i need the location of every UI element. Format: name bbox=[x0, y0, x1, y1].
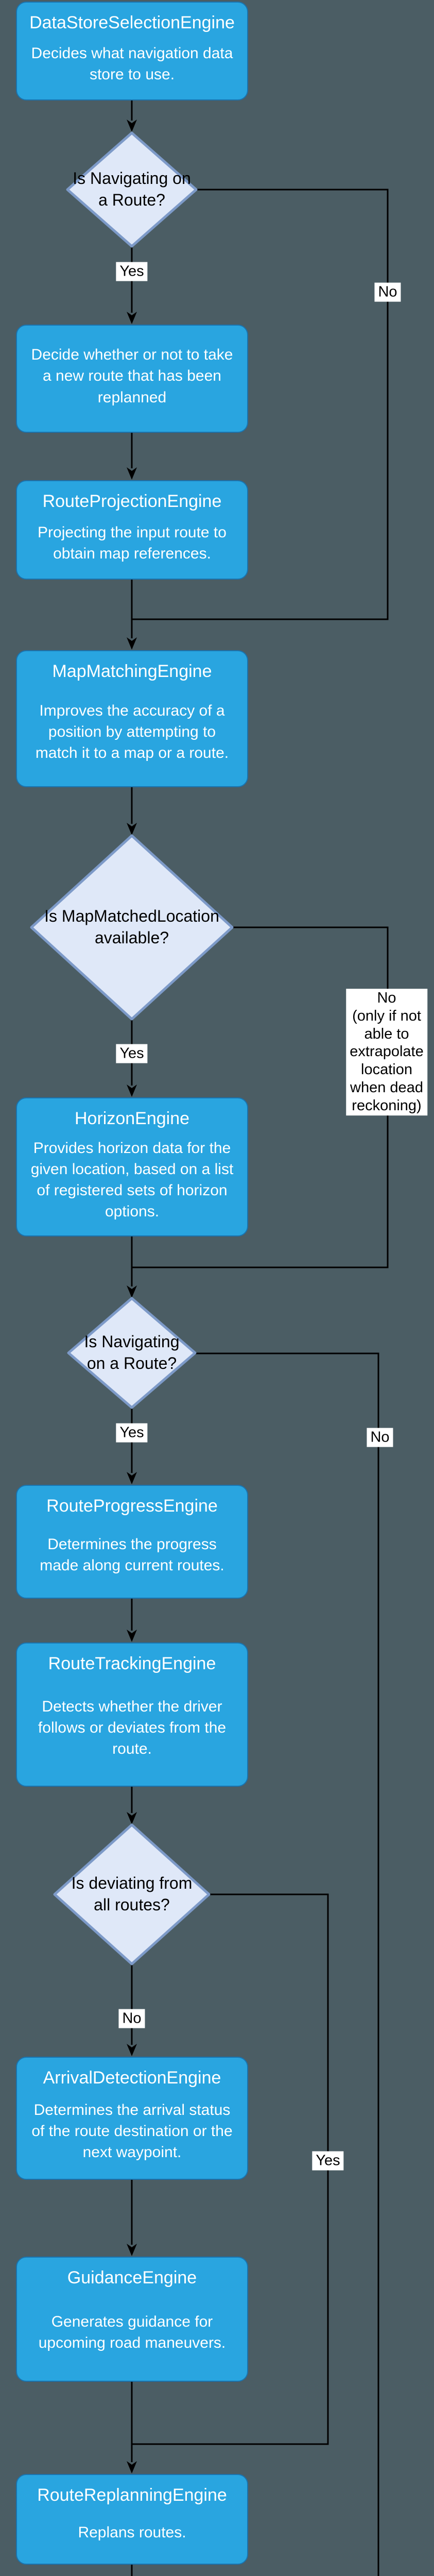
arrowhead bbox=[127, 637, 137, 650]
decision3-diamond-shape bbox=[67, 1297, 197, 1409]
decision-is-navigating-on-a-route-1[interactable]: Is Navigating on a Route? bbox=[73, 169, 191, 209]
node-data-store-selection-engine[interactable]: DataStoreSelectionEngine Decides what na… bbox=[16, 2, 248, 100]
node-arrival-detection-engine[interactable]: ArrivalDetectionEngine Determines the ar… bbox=[16, 2057, 248, 2180]
arrowhead bbox=[127, 1472, 137, 1484]
node-description: Improves the accuracy of a position by a… bbox=[35, 702, 229, 761]
node-title: GuidanceEngine bbox=[67, 2268, 197, 2287]
decision2-diamond-shape bbox=[30, 834, 234, 1021]
node-title: ArrivalDetectionEngine bbox=[43, 2068, 221, 2088]
decision-is-mapmatchedlocation-available[interactable]: Is MapMatchedLocation available? bbox=[44, 907, 219, 947]
node-route-progress-engine[interactable]: RouteProgressEngine Determines the progr… bbox=[16, 1485, 248, 1599]
node-map-matching-engine[interactable]: MapMatchingEngine Improves the accuracy … bbox=[16, 650, 248, 787]
node-title: RouteReplanningEngine bbox=[37, 2485, 227, 2505]
label-no-decision1: No bbox=[374, 282, 401, 302]
arrowhead bbox=[127, 1812, 137, 1824]
label-no-decision4: No bbox=[118, 2009, 145, 2028]
label-yes-decision3: Yes bbox=[116, 1423, 148, 1443]
connector-decision1-no-rail bbox=[132, 189, 389, 620]
node-title: RouteProgressEngine bbox=[46, 1496, 218, 1516]
arrowheads bbox=[127, 120, 137, 2473]
arrowhead bbox=[127, 120, 137, 132]
node-title: MapMatchingEngine bbox=[52, 662, 212, 681]
decision-is-deviating-from-all-routes[interactable]: Is deviating from all routes? bbox=[71, 1874, 193, 1914]
node-description: Detects whether the driver follows or de… bbox=[38, 1698, 227, 1757]
connector-decision3-no-rail bbox=[195, 1352, 379, 2576]
node-description: Generates guidance for upcoming road man… bbox=[38, 2313, 226, 2351]
decision-is-navigating-on-a-route-2[interactable]: Is Navigating on a Route? bbox=[84, 1332, 180, 1372]
arrowhead bbox=[127, 2461, 137, 2473]
arrowhead bbox=[127, 2244, 137, 2256]
decision1-diamond-shape bbox=[66, 131, 198, 248]
decision-shapes bbox=[30, 131, 234, 1965]
node-title: RouteProjectionEngine bbox=[42, 492, 222, 511]
node-description: Decides what navigation data store to us… bbox=[31, 45, 233, 83]
arrowhead bbox=[127, 1285, 137, 1298]
label-yes-decision4: Yes bbox=[312, 2151, 344, 2171]
label-yes-decision1: Yes bbox=[116, 262, 148, 281]
label-no-decision2: No (only if not able to extrapolate loca… bbox=[346, 989, 427, 1115]
node-title: RouteTrackingEngine bbox=[48, 1654, 216, 1673]
arrowhead bbox=[127, 467, 137, 480]
node-description: Replans routes. bbox=[78, 2523, 186, 2541]
node-horizon-engine[interactable]: HorizonEngine Provides horizon data for … bbox=[16, 1097, 248, 1236]
arrowhead bbox=[127, 1630, 137, 1642]
node-route-projection-engine[interactable]: RouteProjectionEngine Projecting the inp… bbox=[16, 480, 248, 580]
node-guidance-engine[interactable]: GuidanceEngine Generates guidance for up… bbox=[16, 2257, 248, 2382]
node-decide-take-replanned-route[interactable]: Decide whether or not to take a new rout… bbox=[16, 325, 248, 433]
arrowhead bbox=[127, 2044, 137, 2056]
node-description: Projecting the input route to obtain map… bbox=[38, 523, 227, 562]
node-description: Provides horizon data for the given loca… bbox=[30, 1140, 234, 1221]
decision4-diamond-shape bbox=[53, 1823, 211, 1965]
node-description: Decide whether or not to take a new rout… bbox=[31, 346, 233, 406]
node-title: DataStoreSelectionEngine bbox=[29, 13, 235, 32]
node-description: Determines the progress made along curre… bbox=[40, 1535, 224, 1574]
label-no-decision3: No bbox=[367, 1428, 393, 1447]
label-yes-decision2: Yes bbox=[116, 1044, 148, 1063]
connectors bbox=[131, 100, 389, 2576]
arrowhead bbox=[127, 1084, 137, 1097]
node-route-tracking-engine[interactable]: RouteTrackingEngine Detects whether the … bbox=[16, 1642, 248, 1787]
node-description: Determines the arrival status of the rou… bbox=[31, 2102, 233, 2161]
node-route-replanning-engine[interactable]: RouteReplanningEngine Replans routes. bbox=[16, 2474, 248, 2565]
node-title: HorizonEngine bbox=[74, 1109, 190, 1128]
arrowhead bbox=[127, 312, 137, 324]
arrowhead bbox=[127, 823, 137, 835]
